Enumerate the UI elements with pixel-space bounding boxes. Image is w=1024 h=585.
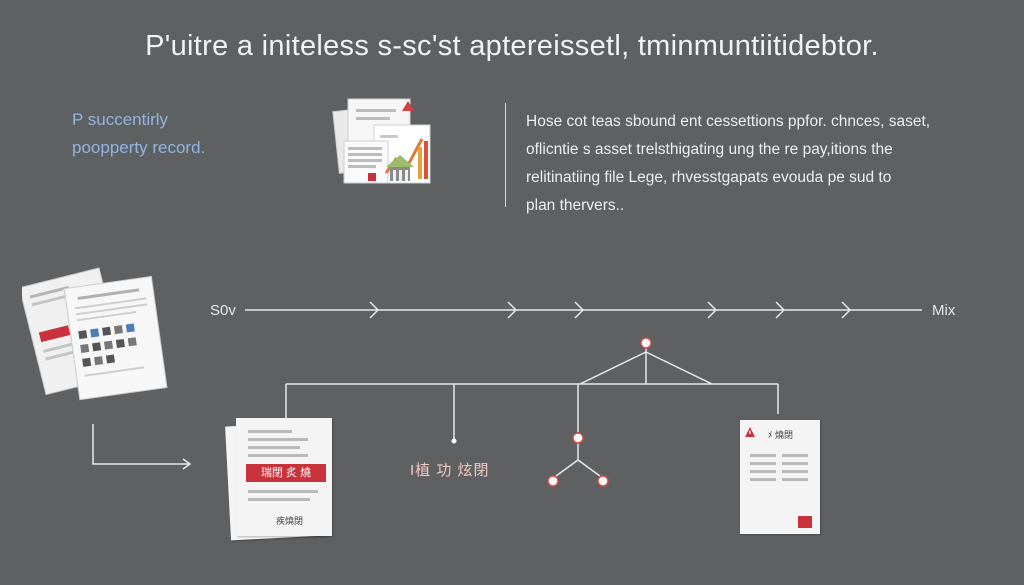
document-left-band: 瑞閉 炙 燒 xyxy=(246,464,326,482)
timeline-start-label: S0v xyxy=(210,302,236,319)
warning-icon xyxy=(745,427,755,437)
document-left: 瑞閉 炙 燒 疾燒閉 xyxy=(225,418,338,543)
document-right: ﾒ 燒閉 xyxy=(740,420,820,534)
document-right-header: ﾒ 燒閉 xyxy=(768,430,794,440)
subtitle-line-1: P succentirly xyxy=(72,110,169,129)
description-line-2: oflicntie s asset trelsthigating ung the… xyxy=(526,141,893,158)
middle-node-label: I植 功 炫閉 xyxy=(410,462,490,479)
subtitle-line-2: poopperty record. xyxy=(72,138,206,157)
connector-arrow xyxy=(92,424,192,470)
subtitle: P succentirly poopperty record. xyxy=(72,106,272,162)
timeline-end-label: Mix xyxy=(932,302,956,319)
page-title: P'uitre a initeless s-sc'st aptereissetl… xyxy=(145,30,879,62)
document-left-caption: 疾燒閉 xyxy=(276,516,304,526)
document-right-stamp xyxy=(798,516,812,528)
description-line-3: relitinatiing file Lege, rhvesstgapats e… xyxy=(526,169,892,186)
document-left-front: 瑞閉 炙 燒 疾燒閉 xyxy=(236,418,332,536)
description-text: Hose cot teas sbound ent cessettions ppf… xyxy=(526,108,1006,220)
document-chart-icon xyxy=(330,95,440,190)
vertical-divider xyxy=(505,103,506,207)
description-line-4: plan thervers.. xyxy=(526,197,625,214)
description-line-1: Hose cot teas sbound ent cessettions ppf… xyxy=(526,113,931,130)
forms-stack-icon xyxy=(18,262,174,412)
